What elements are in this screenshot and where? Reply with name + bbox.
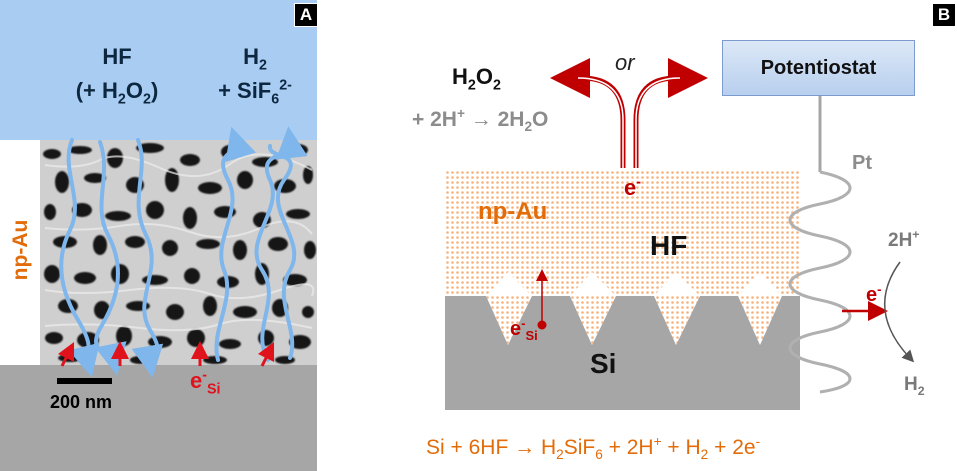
scale-bar-label: 200 nm [50, 392, 113, 412]
sif6-text: + SiF62- [218, 77, 292, 108]
electron-pt-label: e- [866, 281, 882, 306]
esi-dot [537, 320, 547, 330]
si-label-b: Si [590, 348, 617, 379]
h2o2-text: (+ H2O2) [75, 78, 159, 108]
panel-tag-a: A [294, 3, 318, 27]
h2-text: H2 [243, 44, 267, 74]
or-label: or [615, 50, 635, 75]
electrolyte-strip [0, 0, 40, 140]
silicon-strip [0, 365, 40, 471]
scale-bar [57, 378, 112, 384]
electrolyte-left-label: HF (+ H2O2) [62, 40, 172, 108]
pt-label: Pt [852, 152, 872, 174]
flow-line-1 [59, 138, 100, 378]
potentiostat-box[interactable]: Potentiostat [722, 40, 915, 96]
np-au-valleys [486, 296, 782, 345]
electron-top-label: e- [624, 174, 642, 200]
esi-label-b: e-Si [510, 315, 538, 343]
pt-coil [788, 170, 852, 394]
sem-image [40, 140, 317, 365]
electrolyte-right-label: H2 + SiF62- [200, 40, 310, 108]
panel-tag-b: B [932, 3, 956, 27]
flow-line-4 [214, 126, 256, 362]
hf-text: HF [102, 44, 132, 69]
flow-line-3 [131, 138, 164, 378]
np-au-region [445, 170, 800, 296]
flow-overlay [57, 126, 308, 384]
proton-reduction-arrow [883, 261, 915, 363]
flow-line-2 [94, 140, 127, 376]
flow-line-5 [254, 126, 308, 362]
h2-label-b: H2 [904, 374, 925, 398]
h2o-reaction: + 2H+ → 2H2O [412, 106, 549, 135]
h2o2-label-b: H2O2 [452, 64, 501, 94]
esi-label-a: e-Si [190, 367, 221, 398]
silicon-block [445, 296, 800, 410]
np-au-label-b: np-Au [478, 198, 548, 225]
red-arrow-1 [57, 341, 75, 367]
electrolyte-region [40, 0, 317, 140]
red-arrow-4 [257, 341, 275, 367]
hf-label-b: HF [650, 230, 688, 261]
overall-equation: Si + 6HF → H2SiF6 + 2H+ + H2 + 2e- [426, 434, 761, 463]
proton-label: 2H+ [888, 227, 920, 251]
flow-line-6 [268, 144, 297, 360]
panel-b-drawing [445, 58, 915, 410]
